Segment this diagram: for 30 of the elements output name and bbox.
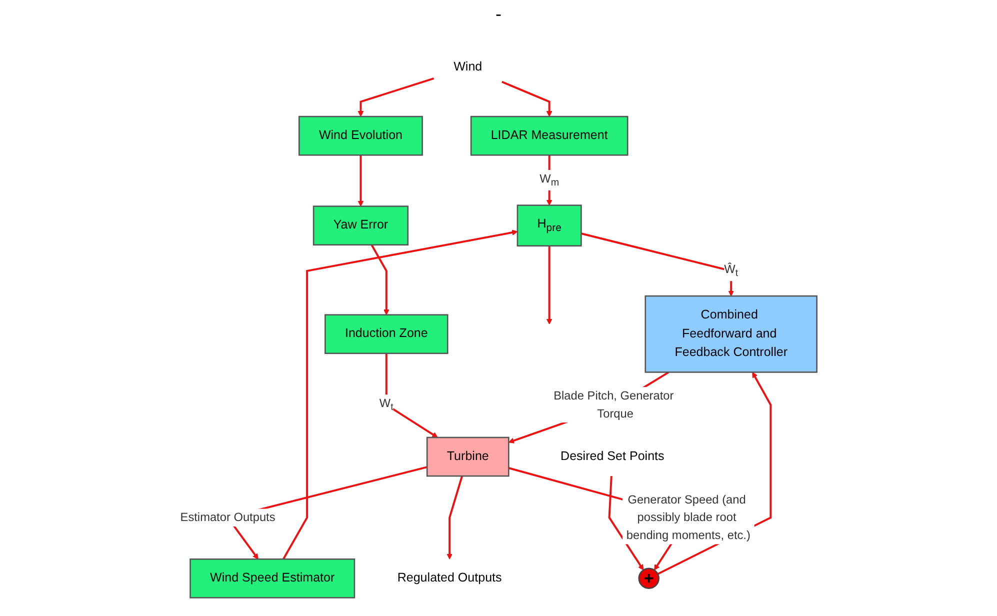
node-circle xyxy=(638,567,660,589)
edge-label: Estimator Outputs xyxy=(180,510,276,524)
node-text: Wind xyxy=(454,60,482,74)
arrow xyxy=(370,244,390,315)
node-box xyxy=(426,436,510,476)
minus-sign: - xyxy=(496,4,502,24)
arrow xyxy=(580,232,734,296)
node-box xyxy=(298,115,423,156)
arrow xyxy=(546,245,552,324)
node-box xyxy=(312,205,408,245)
edge-label: Blade Pitch, Generator Torque xyxy=(554,388,674,420)
arrow xyxy=(446,475,463,559)
arrow xyxy=(358,154,364,206)
edge-label: Ŵ$_{t}$ xyxy=(724,262,738,278)
arrow xyxy=(608,476,644,570)
node-box xyxy=(470,115,628,156)
edge-label: W$_{t}$ xyxy=(379,396,394,412)
node-box xyxy=(324,314,448,354)
edge-label: W$_{m}$ xyxy=(540,171,559,188)
node-text: Regulated Outputs xyxy=(397,570,502,584)
node-box xyxy=(516,204,582,246)
arrow xyxy=(282,229,518,560)
block-diagram: W$_{m}$ Ŵ$_{t}$ W$_{t}$ Estimator Outputs Blade Pitch, Generator Torque Generator Speed (and possibly blade root bending moments, etc.) Wind LIDAR Measurement H$_{pre}$ Wind Evolution Yaw Error Induction Zone Wind Speed Estimator + Combined Feedforward and Feedback Controller Turbine Desired Set Points Regulated Outputs xyxy=(174,42,822,602)
arrow xyxy=(385,352,438,438)
arrow xyxy=(358,76,434,116)
node-text: Desired Set Points xyxy=(560,448,664,463)
edge-label: Generator Speed (and possibly blade root bending moments, etc.) xyxy=(626,492,750,542)
arrow xyxy=(501,80,552,116)
node-box xyxy=(644,294,818,372)
node-box xyxy=(190,558,356,598)
